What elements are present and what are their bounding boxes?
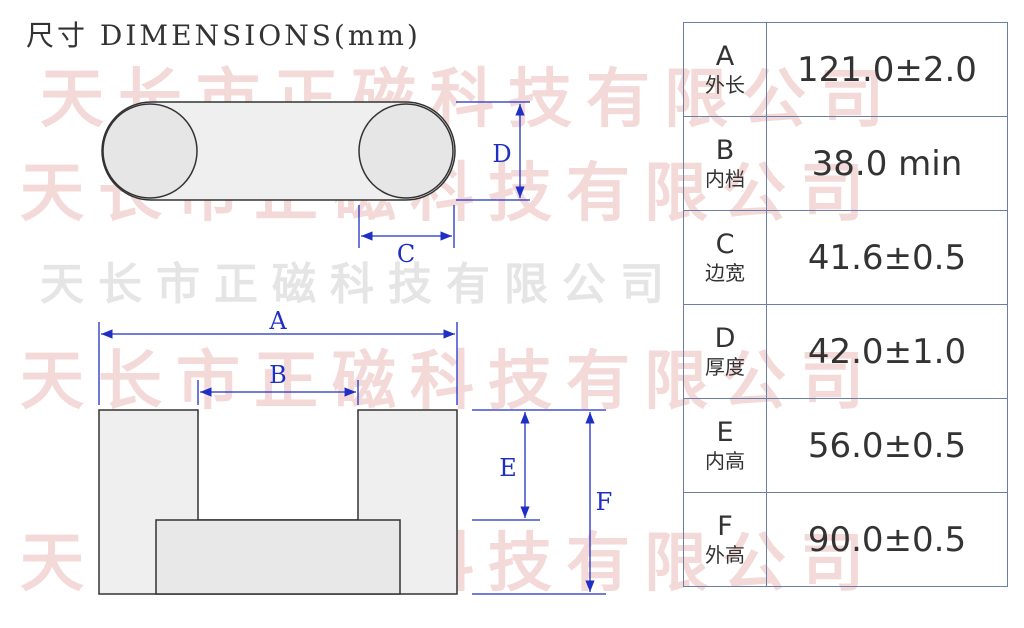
dimension-b: [197, 380, 359, 405]
dimension-name: 外长: [705, 72, 745, 97]
label-e: E: [499, 454, 517, 482]
table-row: B 内档 38.0 min: [683, 116, 1008, 211]
dimension-d: [456, 101, 530, 201]
dimension-key-cell: A 外长: [683, 22, 767, 117]
right-leg-circle: [358, 103, 454, 199]
front-view: [98, 409, 458, 595]
dimension-c: [358, 205, 455, 248]
dimension-name: 内高: [705, 448, 745, 473]
dimension-value: 42.0±1.0: [766, 304, 1008, 399]
dimension-key-cell: F 外高: [683, 492, 767, 587]
table-row: E 内高 56.0±0.5: [683, 398, 1008, 493]
dimension-key-cell: C 边宽: [683, 210, 767, 305]
dimension-a: [98, 322, 458, 405]
dimension-value: 41.6±0.5: [766, 210, 1008, 305]
dimension-value: 121.0±2.0: [766, 22, 1008, 117]
dimension-key: C: [715, 228, 735, 260]
dimension-e: [472, 409, 606, 521]
dimensions-table: A 外长 121.0±2.0 B 内档 38.0 min C 边宽 41.6±0…: [683, 22, 1008, 587]
page-title: 尺寸 DIMENSIONS(mm): [26, 19, 421, 52]
dimension-drawing: D C A B E F: [98, 101, 613, 595]
table-row: A 外长 121.0±2.0: [683, 22, 1008, 117]
i-piece-outline: [155, 519, 401, 595]
dimension-key: B: [715, 134, 735, 166]
dimension-key: F: [717, 510, 733, 542]
dimension-name: 厚度: [705, 354, 745, 379]
dimension-key: E: [716, 416, 734, 448]
table-row: D 厚度 42.0±1.0: [683, 304, 1008, 399]
label-b: B: [269, 361, 287, 389]
dimension-name: 内档: [705, 166, 745, 191]
left-leg-circle: [102, 103, 198, 199]
dimension-key: D: [714, 322, 736, 354]
label-f: F: [596, 488, 613, 516]
label-a: A: [268, 307, 287, 335]
dimension-value: 38.0 min: [766, 116, 1008, 211]
table-row: F 外高 90.0±0.5: [683, 492, 1008, 587]
dimension-key-cell: B 内档: [683, 116, 767, 211]
dimension-key-cell: D 厚度: [683, 304, 767, 399]
dimension-name: 边宽: [705, 260, 745, 285]
dimension-f: [472, 412, 606, 595]
dimension-key-cell: E 内高: [683, 398, 767, 493]
top-view: [101, 101, 456, 201]
dimension-name: 外高: [705, 542, 745, 567]
label-d: D: [492, 140, 511, 168]
dimension-key: A: [715, 40, 735, 72]
table-row: C 边宽 41.6±0.5: [683, 210, 1008, 305]
dimension-value: 56.0±0.5: [766, 398, 1008, 493]
dimension-value: 90.0±0.5: [766, 492, 1008, 587]
label-c: C: [397, 240, 415, 268]
